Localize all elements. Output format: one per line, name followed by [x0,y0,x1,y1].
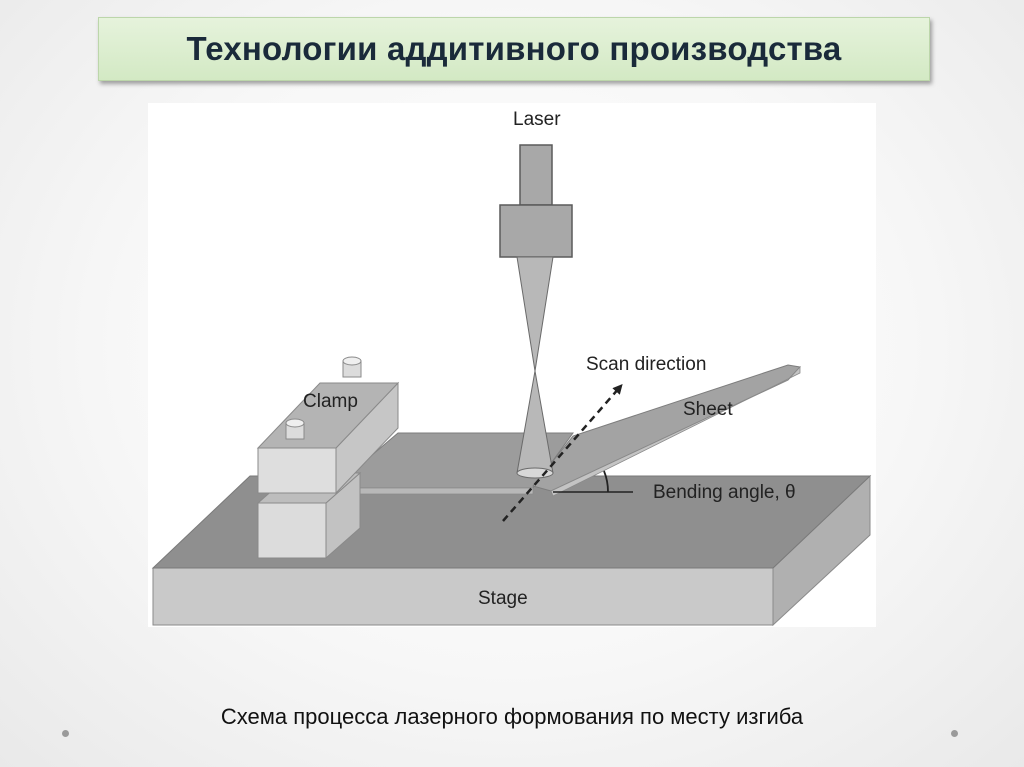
laser-bending-diagram: Laser Scan direction Sheet Clamp Bending… [148,103,876,627]
laser-spot [516,467,554,479]
laser-lens-housing [499,204,573,258]
label-bending-angle: Bending angle, θ [653,482,796,503]
slide-caption: Схема процесса лазерного формования по м… [220,704,804,729]
decor-dot-right [951,730,958,737]
laser-beam-lower [516,370,554,474]
slide-title: Технологии аддитивного производства [186,30,842,67]
sheet-bent-underside [550,365,801,497]
decor-dot-left [62,730,69,737]
label-sheet: Sheet [683,399,733,420]
clamp-bolt-2 [342,356,362,378]
label-clamp: Clamp [303,391,358,412]
label-stage: Stage [478,588,528,609]
scan-direction-arrow [502,383,623,522]
sheet-edge [332,487,534,495]
title-banner: Технологии аддитивного производства [98,17,930,81]
clamp-bolt-1 [285,418,305,440]
bending-angle-arc [603,470,609,493]
diagram-svg: Laser Scan direction Sheet Clamp Bending… [151,109,872,627]
label-laser: Laser [513,109,561,130]
laser-tube [519,144,553,206]
sheet-bent [532,364,801,492]
label-scan-direction: Scan direction [586,354,706,375]
laser-beam-upper [516,256,554,372]
laser-head [499,144,573,479]
stage-front-face [152,567,774,626]
